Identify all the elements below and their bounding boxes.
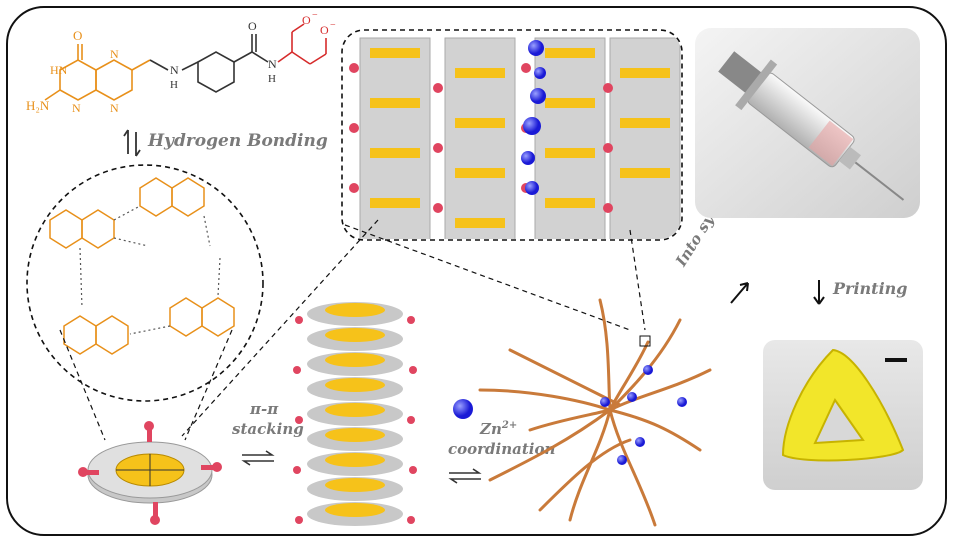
atom-amine-h: H xyxy=(170,79,178,91)
syringe-photo xyxy=(695,28,920,218)
equilibrium-arrow-icon xyxy=(123,129,141,157)
stacked-column xyxy=(293,302,417,526)
single-disk-tetramer xyxy=(78,421,222,525)
atom-ring-n3: N xyxy=(110,47,119,61)
printing-label: Printing xyxy=(833,279,908,298)
atom-amide-h: H xyxy=(268,73,276,85)
atom-carboxylate-1-charge: − xyxy=(312,12,318,21)
printing-arrow xyxy=(813,280,825,305)
atom-carboxylate-2-charge: − xyxy=(330,20,336,31)
hydrogen-bond-tetramer xyxy=(26,164,264,402)
atom-amide-o: O xyxy=(248,19,257,33)
equilibrium-arrow-icon xyxy=(448,468,482,484)
atom-ring-n1: N xyxy=(72,101,81,115)
rounded-frame xyxy=(6,6,947,536)
zn-symbol: Zn xyxy=(480,420,502,438)
hydrogen-bonding-label: Hydrogen Bonding xyxy=(148,131,328,151)
pi-stacking-label-line2: stacking xyxy=(232,420,304,438)
coordination-label: coordination xyxy=(448,440,556,458)
atom-amide-n: N xyxy=(268,57,277,71)
fiber-zoom-panel xyxy=(341,29,683,241)
equilibrium-arrow-icon xyxy=(241,450,275,466)
atom-h2n: H₂N xyxy=(26,98,50,113)
zn-charge: 2+ xyxy=(501,420,518,431)
atom-ring-hn: HN xyxy=(50,63,68,77)
atom-carboxylate-2: O xyxy=(320,23,329,37)
zn-label: Zn2+ xyxy=(480,420,517,438)
fiber-network xyxy=(478,298,712,527)
into-syringe-arrow xyxy=(730,282,749,304)
folic-acid-structure: O H₂N HN N N N N H O N H O − O − xyxy=(26,12,336,115)
pi-stacking-label-line1: π-π xyxy=(250,400,279,418)
atom-o-top: O xyxy=(73,28,82,43)
zinc-ion-icon xyxy=(453,399,473,419)
atom-ring-n2: N xyxy=(110,101,119,115)
atom-amine-n: N xyxy=(170,63,179,77)
printed-gel-photo xyxy=(763,340,923,490)
atom-carboxylate-1: O xyxy=(302,13,311,27)
